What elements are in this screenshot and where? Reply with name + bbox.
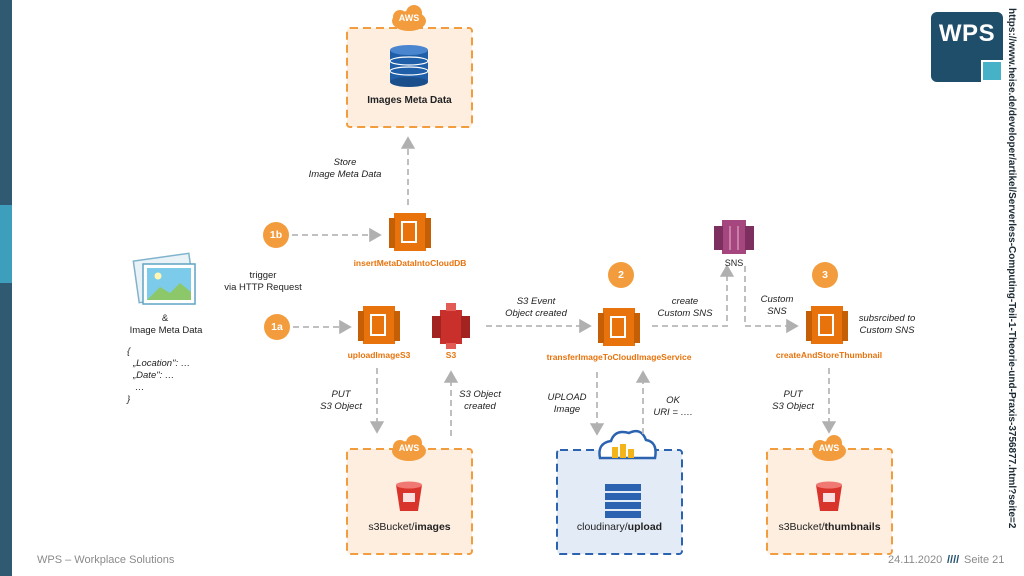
bucket-images-label: s3Bucket/images xyxy=(368,521,451,533)
footer-separator: //// xyxy=(947,554,960,566)
input-title-line2: Image Meta Data xyxy=(129,325,203,336)
bucket-icon xyxy=(816,481,842,511)
footer-company: WPS – Workplace Solutions xyxy=(37,554,175,566)
diagram-canvas xyxy=(123,0,890,560)
sns-icon xyxy=(714,220,754,254)
lambda-icon xyxy=(598,308,640,346)
lambda-icon xyxy=(389,213,431,251)
bucket-thumbnails-label: s3Bucket/thumbnails xyxy=(778,521,881,533)
step-1b-badge xyxy=(263,222,289,248)
s3-icon xyxy=(432,303,470,349)
input-title-line1: & xyxy=(161,313,169,324)
cloudinary-label: cloudinary/upload xyxy=(576,521,663,533)
json-line: … xyxy=(135,382,145,393)
json-line: „Location": … xyxy=(133,358,191,369)
left-accent-tab xyxy=(0,205,12,283)
step-3-text: 3 xyxy=(822,269,828,281)
lambda-upload-label: uploadImageS3 xyxy=(347,350,411,360)
step-3-badge xyxy=(812,262,838,288)
aws-badge-text: AWS xyxy=(818,443,840,453)
arrow-create-sns xyxy=(652,264,735,327)
lambda-icon xyxy=(806,306,848,344)
s3-label: S3 xyxy=(445,350,457,360)
step-1b-text: 1b xyxy=(269,229,283,241)
left-accent-bar xyxy=(0,0,12,576)
lambda-transfer-label: transferImageToCloudImageService xyxy=(546,352,692,362)
step-2-text: 2 xyxy=(618,269,624,281)
wps-logo: WPS xyxy=(931,12,1003,82)
logo-text: WPS xyxy=(938,20,996,47)
arrow-custom-sns xyxy=(744,266,799,334)
image-icon xyxy=(132,252,196,305)
lambda-create-label: createAndStoreThumbnail xyxy=(775,350,883,360)
source-url: https://www.heise.de/developer/artikel/S… xyxy=(1006,8,1017,529)
step-2-badge xyxy=(608,262,634,288)
aws-cloud-icon xyxy=(392,435,426,461)
json-line: { xyxy=(127,346,131,357)
aws-cloud-icon xyxy=(392,5,426,31)
footer-page: Seite 21 xyxy=(964,554,1005,566)
lambda-icon xyxy=(358,306,400,344)
json-line: } xyxy=(127,394,131,405)
cloudinary-cloud-icon xyxy=(598,429,657,460)
aws-cloud-icon xyxy=(812,435,846,461)
step-1a-badge xyxy=(264,314,290,340)
aws-badge-text: AWS xyxy=(398,13,420,23)
sns-label: SNS xyxy=(724,258,744,268)
db-box-label: Images Meta Data xyxy=(367,95,452,106)
list-icon xyxy=(605,484,641,518)
footer-date: 24.11.2020 xyxy=(888,554,943,566)
bucket-icon xyxy=(396,481,422,511)
aws-badge-text: AWS xyxy=(398,443,420,453)
database-icon xyxy=(389,45,429,87)
json-line: „Date": … xyxy=(133,370,175,381)
lambda-insert-label: insertMetaDataIntoCloudDB xyxy=(353,258,467,268)
step-1a-text: 1a xyxy=(271,321,283,333)
logo-square xyxy=(981,60,1003,82)
